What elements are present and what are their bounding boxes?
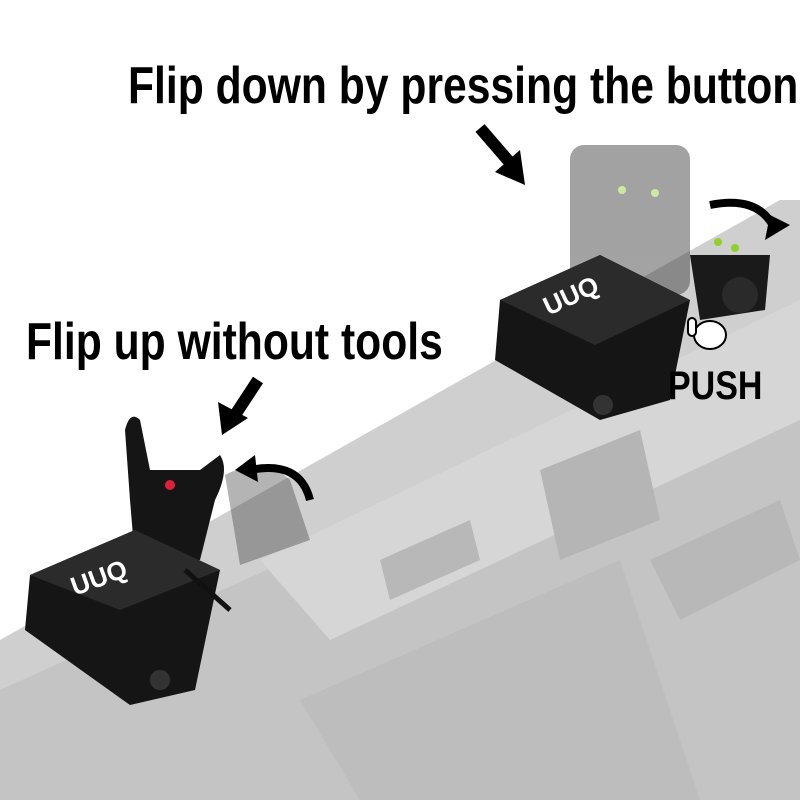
hand-press-icon: [687, 317, 727, 350]
flip-up-caption: Flip up without tools: [26, 313, 443, 371]
down-arrow-icon: [218, 376, 264, 435]
front-sight-ears: [125, 416, 224, 560]
down-arrow-icon: [475, 124, 525, 185]
rotate-up-arrow-icon: [249, 464, 314, 502]
front-sight: UUQ: [25, 416, 310, 705]
rear-sight-folded: [690, 238, 770, 320]
rear-sight: UUQ: [495, 145, 770, 420]
front-fiber-dot: [165, 480, 175, 490]
push-label: PUSH: [668, 364, 763, 408]
front-sight-ghost-down: [225, 466, 310, 565]
flip-down-caption: Flip down by pressing the button: [128, 57, 799, 115]
